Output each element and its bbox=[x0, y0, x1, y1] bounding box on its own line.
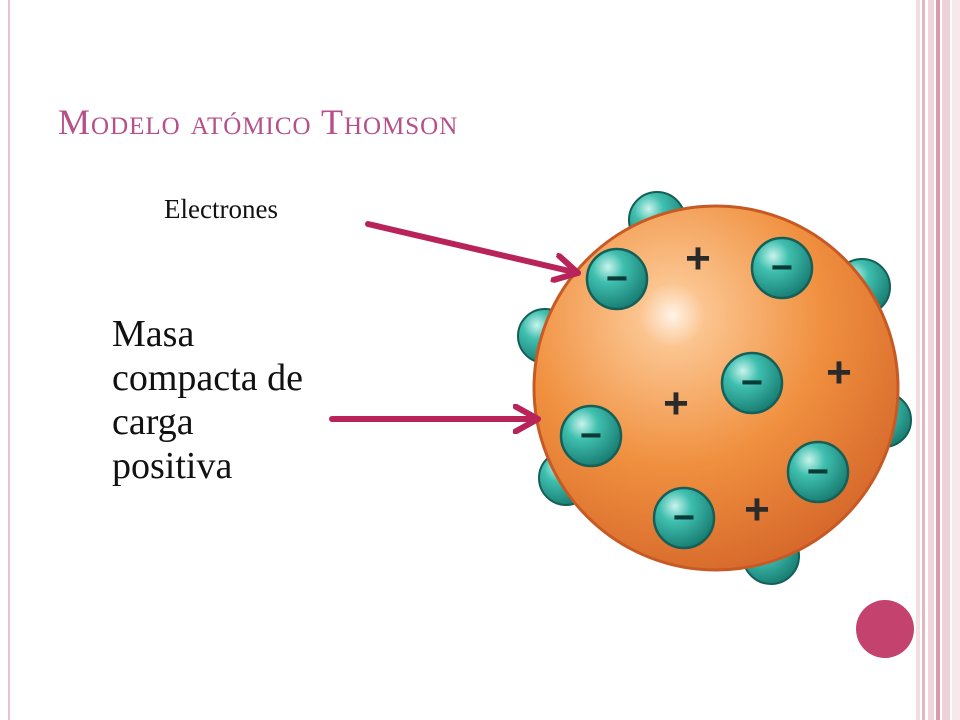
electron-symbol: − bbox=[741, 362, 763, 404]
electron-1: − bbox=[585, 247, 649, 311]
plus-sign: + bbox=[663, 379, 689, 428]
electron-2: − bbox=[750, 236, 814, 300]
electron-6: − bbox=[652, 486, 716, 550]
electron-5: − bbox=[786, 440, 850, 504]
electron-3: − bbox=[720, 351, 784, 415]
plus-sign: + bbox=[744, 485, 770, 534]
front-electrons: − − − − − − bbox=[559, 236, 850, 550]
slide-title: Modelo atómico Thomson bbox=[58, 102, 459, 142]
electron-symbol: − bbox=[673, 497, 695, 539]
mass-label: Masa compacta de carga positiva bbox=[112, 313, 303, 487]
electrons-arrow bbox=[365, 221, 581, 273]
decorative-side-stripes bbox=[916, 0, 960, 720]
electron-symbol: − bbox=[580, 415, 602, 457]
electron-symbol: − bbox=[771, 247, 793, 289]
electron-4: − bbox=[559, 404, 623, 468]
electron-symbol: − bbox=[807, 451, 829, 493]
plus-sign: + bbox=[685, 234, 711, 283]
positive-charges: + + + + bbox=[663, 234, 852, 534]
plus-sign: + bbox=[826, 348, 852, 397]
decorative-accent-dot bbox=[856, 600, 914, 658]
electron-symbol: − bbox=[606, 258, 628, 300]
slide-left-border bbox=[8, 0, 10, 720]
electrons-label: Electrones bbox=[164, 194, 278, 224]
